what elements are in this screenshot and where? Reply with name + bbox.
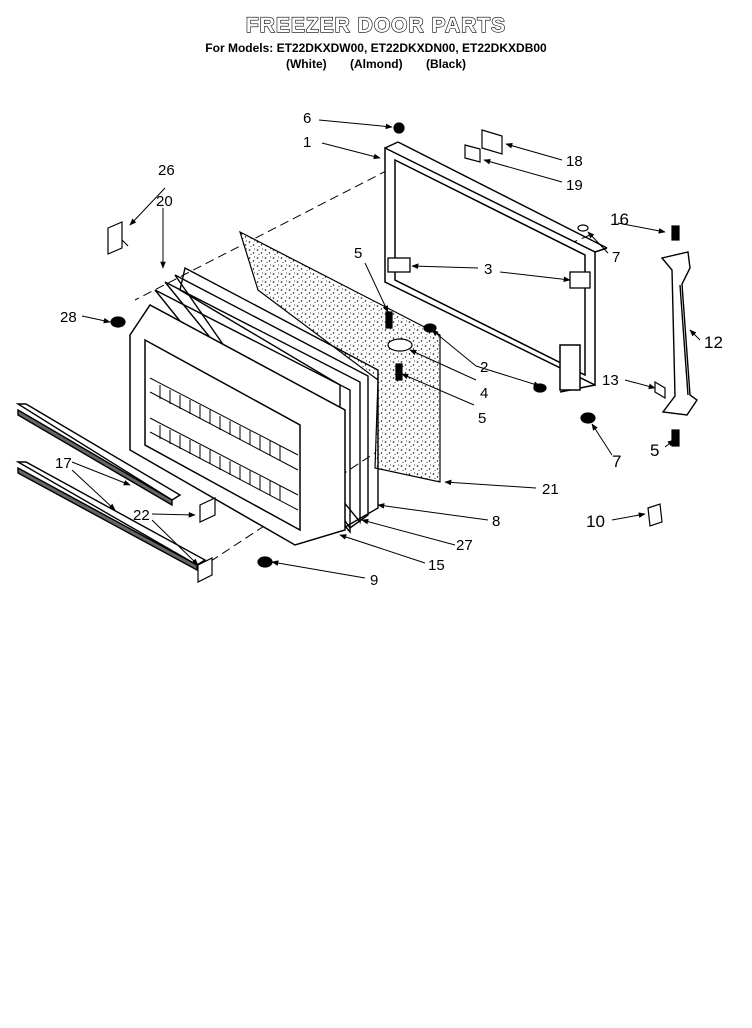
callout-7b: 7 [612, 452, 621, 471]
callout-2: 2 [480, 359, 488, 376]
callout-9: 9 [370, 572, 378, 589]
callout-16: 16 [610, 210, 629, 229]
callout-13: 13 [602, 372, 619, 389]
callout-7a: 7 [612, 249, 620, 266]
model-colors: (White) (Almond) (Black) [0, 56, 752, 72]
callout-28: 28 [60, 309, 77, 326]
leader-arrows [71, 119, 701, 579]
callout-27: 27 [456, 537, 473, 554]
callout-21: 21 [542, 481, 559, 498]
callout-5b: 5 [478, 410, 486, 427]
callout-26: 26 [158, 162, 175, 179]
callout-4: 4 [480, 385, 488, 402]
callout-3: 3 [484, 261, 492, 278]
door-handle [660, 251, 698, 416]
model-numbers: For Models: ET22DKXDW00, ET22DKXDN00, ET… [205, 41, 547, 55]
door-inner-frame [384, 141, 608, 393]
small-hardware [107, 122, 680, 583]
callout-5a: 5 [354, 245, 362, 262]
hinge-bracket [387, 257, 591, 289]
diagram-header: FREEZER DOOR PARTS For Models: ET22DKXDW… [0, 13, 752, 72]
door-liner [129, 304, 346, 546]
callout-5c: 5 [650, 441, 659, 460]
color-white: (White) [285, 57, 327, 71]
callout-15: 15 [428, 557, 445, 574]
callout-8: 8 [492, 513, 500, 530]
callout-17: 17 [55, 455, 72, 472]
callout-1: 1 [303, 134, 311, 151]
color-almond: (Almond) [349, 57, 403, 71]
foam-insulation [239, 230, 441, 483]
callout-18: 18 [566, 153, 583, 170]
callout-20: 20 [156, 193, 173, 210]
callout-12: 12 [704, 333, 723, 352]
callout-19: 19 [566, 177, 583, 194]
callout-22: 22 [133, 507, 150, 524]
door-shelf-bars [15, 403, 207, 572]
color-black: (Black) [425, 57, 466, 71]
callout-labels: 1 6 18 19 16 7 3 5 2 4 5 12 13 5 7 10 21… [55, 110, 723, 589]
diagram-title: FREEZER DOOR PARTS [245, 13, 507, 37]
callout-10: 10 [586, 512, 605, 531]
callout-6: 6 [303, 110, 311, 127]
